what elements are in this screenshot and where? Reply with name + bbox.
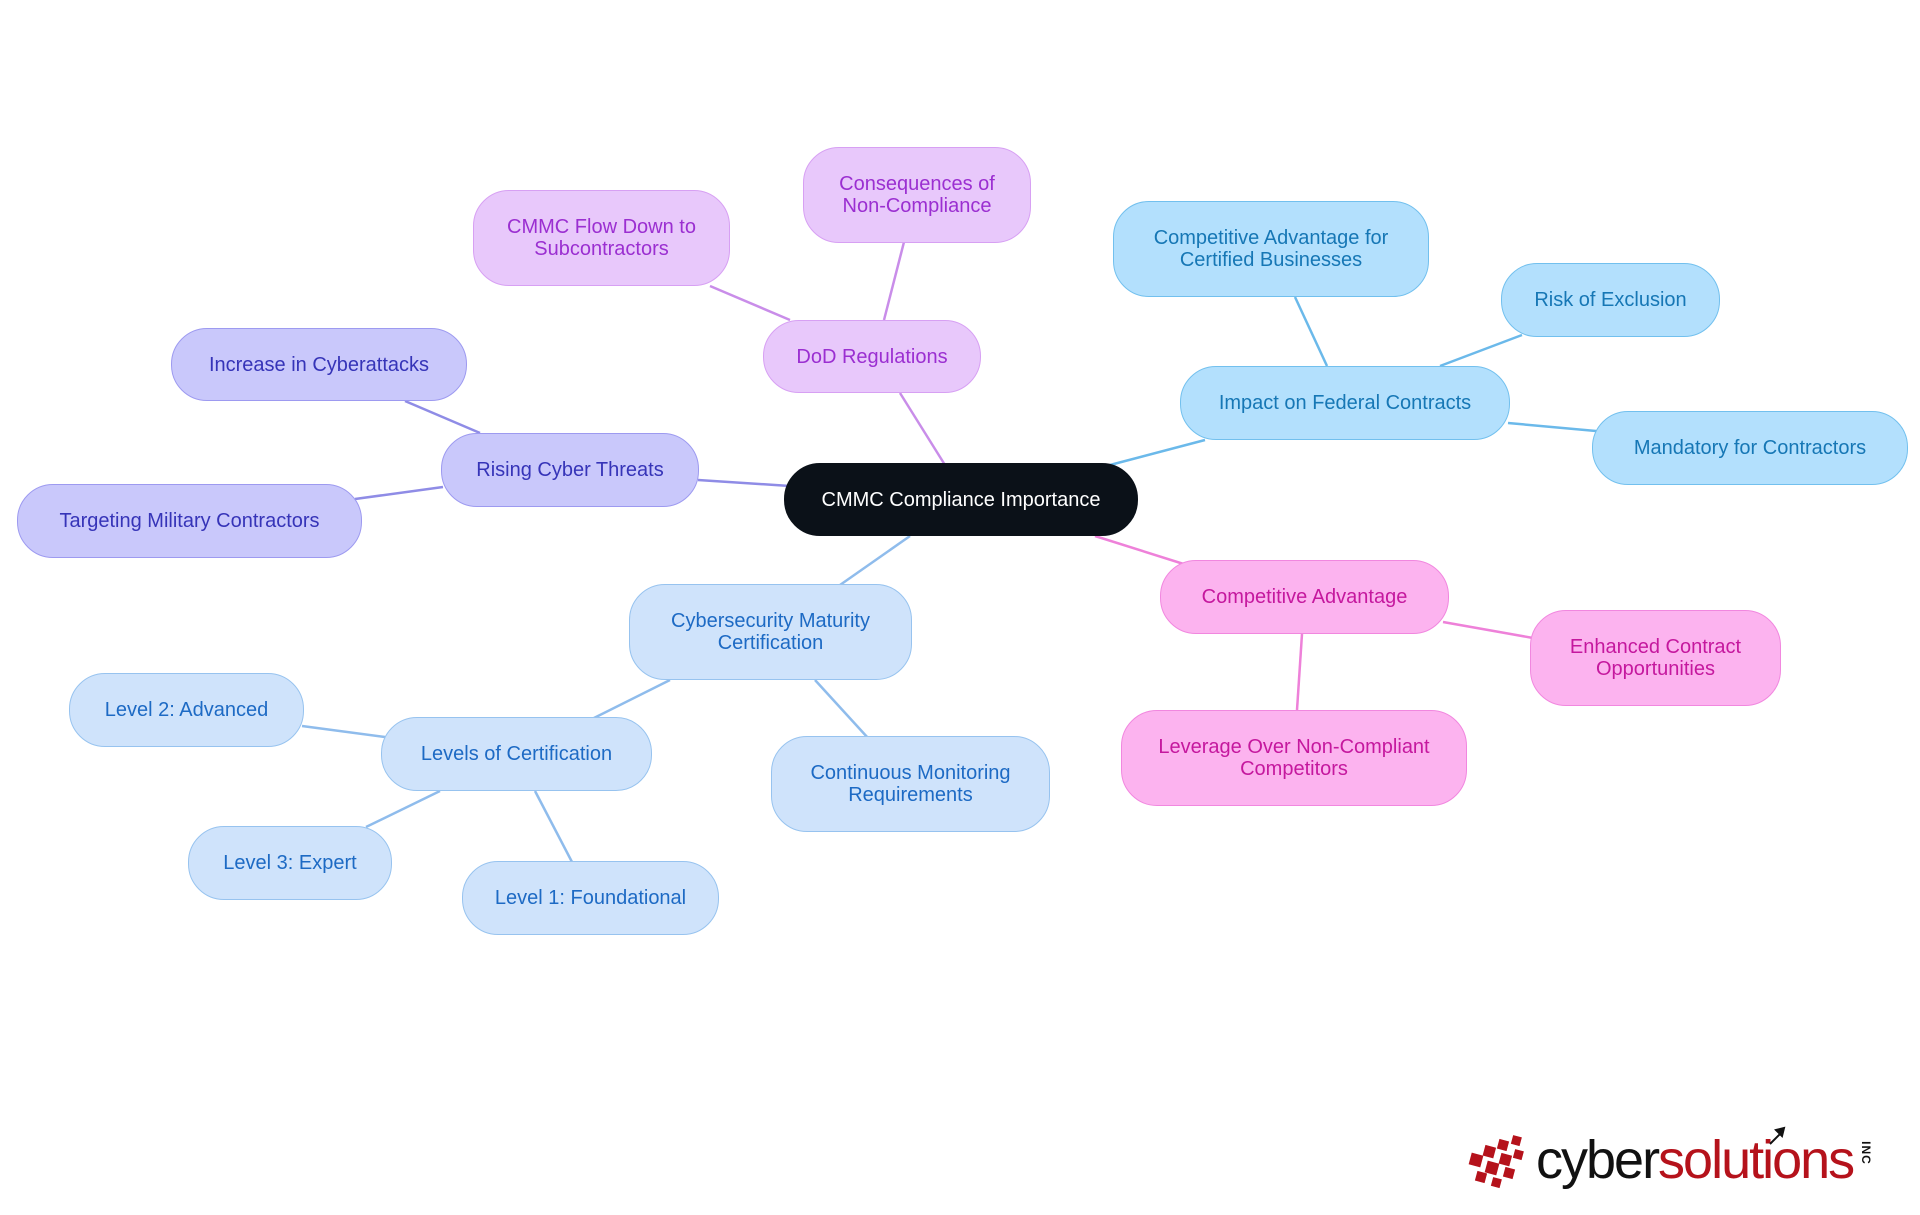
logo-wordmark: cybersolutions <box>1536 1130 1855 1190</box>
edge-levels-l1 <box>533 790 574 863</box>
mandatory-contractors-node[interactable]: Mandatory for Contractors <box>1592 411 1908 485</box>
edge-cert-levels <box>591 678 671 721</box>
cybersolutions-logo: cybersolutions INC <box>1468 1126 1878 1196</box>
level-1-node[interactable]: Level 1: Foundational <box>462 861 719 935</box>
logo-mark-icon <box>1468 1135 1524 1189</box>
root-node[interactable]: CMMC Compliance Importance <box>784 463 1138 536</box>
dod-regulations-node[interactable]: DoD Regulations <box>763 320 981 393</box>
edge-root-threats <box>697 478 791 488</box>
edge-root-advantage <box>1094 534 1191 568</box>
rising-cyber-threats-node[interactable]: Rising Cyber Threats <box>441 433 699 507</box>
edge-threats-targeting <box>354 485 444 501</box>
cybersecurity-maturity-node[interactable]: Cybersecurity Maturity Certification <box>629 584 912 680</box>
edge-levels-l3 <box>365 789 441 829</box>
edge-federal-mandatory <box>1507 421 1597 433</box>
edge-root-dod <box>898 392 947 466</box>
logo-cyber-text: cyber <box>1536 1130 1660 1190</box>
edge-adv-leverage <box>1295 633 1304 711</box>
edge-federal-exclusion <box>1439 333 1523 368</box>
logo-inc-text: INC <box>1858 1141 1873 1165</box>
logo-solutions-text: solutions <box>1658 1130 1855 1190</box>
edge-dod-consequences <box>882 241 906 321</box>
edge-cert-monitoring <box>814 679 869 739</box>
levels-of-certification-node[interactable]: Levels of Certification <box>381 717 652 791</box>
competitive-advantage-node[interactable]: Competitive Advantage <box>1160 560 1449 634</box>
logo-arrow-icon <box>1769 1126 1786 1145</box>
edge-root-certification <box>839 534 911 587</box>
leverage-noncompliant-node[interactable]: Leverage Over Non-Compliant Competitors <box>1121 710 1467 806</box>
edge-threats-increase <box>404 399 481 435</box>
edge-levels-l2 <box>301 724 386 739</box>
edge-root-federal <box>1109 438 1206 467</box>
level-2-node[interactable]: Level 2: Advanced <box>69 673 304 747</box>
increase-cyberattacks-node[interactable]: Increase in Cyberattacks <box>171 328 467 401</box>
edge-dod-flowdown <box>709 284 791 322</box>
consequences-node[interactable]: Consequences of Non-Compliance <box>803 147 1031 243</box>
flow-down-node[interactable]: CMMC Flow Down to Subcontractors <box>473 190 730 286</box>
competitive-advantage-certified-node[interactable]: Competitive Advantage for Certified Busi… <box>1113 201 1429 297</box>
level-3-node[interactable]: Level 3: Expert <box>188 826 392 900</box>
targeting-military-node[interactable]: Targeting Military Contractors <box>17 484 362 558</box>
enhanced-contract-node[interactable]: Enhanced Contract Opportunities <box>1530 610 1781 706</box>
federal-contracts-node[interactable]: Impact on Federal Contracts <box>1180 366 1510 440</box>
risk-of-exclusion-node[interactable]: Risk of Exclusion <box>1501 263 1720 337</box>
edge-adv-enhanced <box>1442 620 1534 640</box>
edge-federal-advantage <box>1293 296 1329 367</box>
continuous-monitoring-node[interactable]: Continuous Monitoring Requirements <box>771 736 1050 832</box>
